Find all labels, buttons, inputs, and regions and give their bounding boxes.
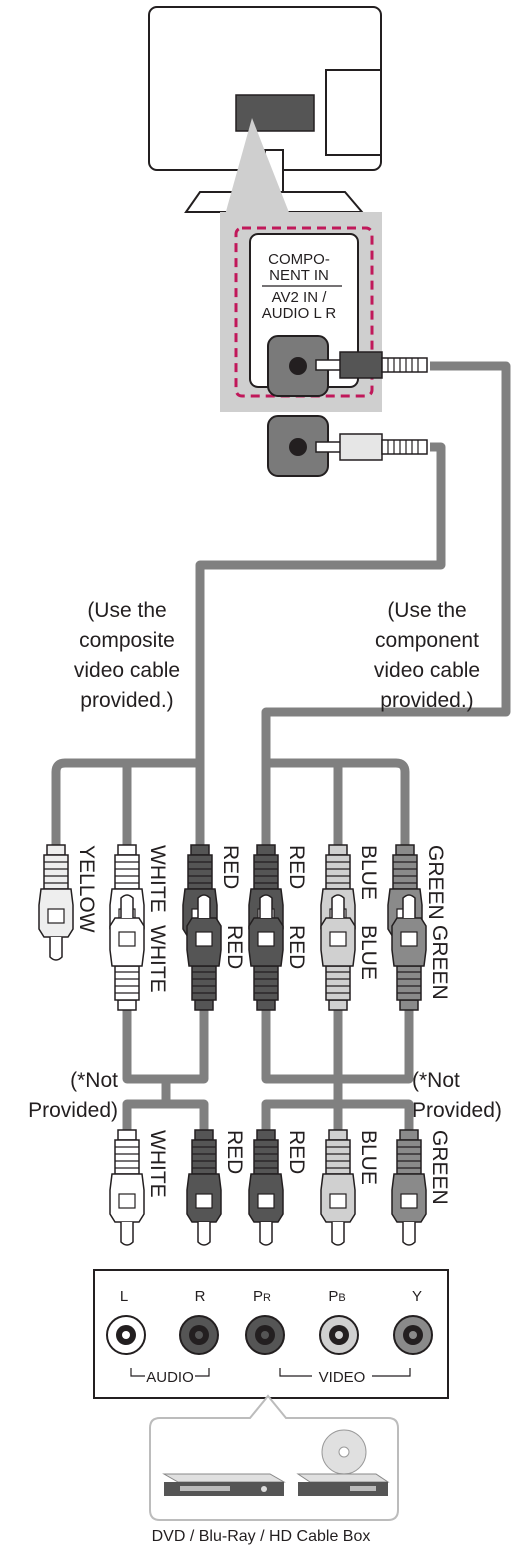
not-provided-left-line-1: (*Not bbox=[70, 1069, 118, 1092]
device-port-pr bbox=[245, 1315, 285, 1355]
device-caption: DVD / Blu-Ray / HD Cable Box bbox=[151, 1528, 371, 1545]
plug-bottom-green bbox=[391, 1129, 427, 1246]
plug-top-yellow bbox=[38, 844, 74, 961]
tv-side-panel bbox=[325, 69, 382, 156]
component-note-line-2: component bbox=[375, 629, 479, 652]
label-top-yellow: YELLOW bbox=[75, 845, 98, 933]
panel-label-1: COMPO- bbox=[268, 251, 330, 268]
mini-plug-1 bbox=[315, 351, 428, 379]
plug-bottom-red-b bbox=[248, 1129, 284, 1246]
tv-illustration: COMPO- NENT IN AV2 IN / AUDIO L R bbox=[148, 6, 428, 477]
panel-label-2: NENT IN bbox=[269, 267, 329, 284]
label-bottom-red-b: RED bbox=[285, 1130, 308, 1174]
label-bottom-red-a: RED bbox=[223, 1130, 246, 1174]
component-cable bbox=[261, 361, 511, 845]
component-fan-out bbox=[266, 758, 410, 845]
mini-plug-2 bbox=[315, 433, 428, 461]
port-label-pb: PB bbox=[328, 1288, 345, 1305]
not-provided-right: (*Not Provided) bbox=[412, 1066, 520, 1126]
label-top-red-a: RED bbox=[219, 845, 242, 889]
composite-note: (Use the composite video cable provided.… bbox=[52, 596, 202, 716]
label-top-green: GREEN bbox=[424, 845, 447, 920]
label-top-red-b: RED bbox=[285, 845, 308, 889]
top-plug-labels: YELLOW WHITE RED RED BLUE GREEN bbox=[75, 845, 447, 933]
tv-jack-area bbox=[235, 94, 315, 132]
device-callout bbox=[149, 1394, 399, 1521]
composite-note-line-3: video cable bbox=[73, 659, 181, 682]
adapter-cable-right bbox=[261, 1010, 414, 1130]
plug-bottom-red-a bbox=[186, 1129, 222, 1246]
not-provided-left: (*Not Provided) bbox=[0, 1066, 118, 1126]
component-note-line-3: video cable bbox=[373, 659, 481, 682]
component-note: (Use the component video cable provided.… bbox=[352, 596, 502, 716]
disc-drive-icon bbox=[296, 1429, 390, 1496]
label-mid-white: WHITE bbox=[146, 925, 169, 993]
component-note-line-1: (Use the bbox=[387, 599, 467, 622]
plug-bottom-white bbox=[109, 1129, 145, 1246]
label-mid-red-b: RED bbox=[285, 925, 308, 969]
panel-label-4: AUDIO L R bbox=[262, 305, 337, 322]
label-mid-red-a: RED bbox=[223, 925, 246, 969]
device-port-r bbox=[179, 1315, 219, 1355]
video-group-label: VIDEO bbox=[319, 1369, 366, 1386]
label-bottom-white: WHITE bbox=[146, 1130, 169, 1198]
composite-note-line-1: (Use the bbox=[87, 599, 167, 622]
mid-plug-labels: WHITE RED RED BLUE GREEN bbox=[146, 925, 451, 1000]
label-mid-blue: BLUE bbox=[357, 925, 380, 980]
composite-note-line-4: provided.) bbox=[80, 689, 174, 712]
bottom-plug-labels: WHITE RED RED BLUE GREEN bbox=[146, 1130, 451, 1205]
cables bbox=[51, 361, 511, 1130]
port-label-y: Y bbox=[412, 1288, 422, 1305]
label-bottom-green: GREEN bbox=[428, 1130, 451, 1205]
not-provided-right-line-2: Provided) bbox=[412, 1099, 502, 1122]
device-port-pb bbox=[319, 1315, 359, 1355]
device-port-y bbox=[393, 1315, 433, 1355]
composite-note-line-2: composite bbox=[79, 629, 175, 652]
audio-bracket bbox=[130, 1368, 210, 1377]
device-jack-panel: L R PR PB Y AUDIO VIDEO bbox=[93, 1269, 449, 1399]
dvd-player-icon bbox=[162, 1473, 286, 1496]
port-label-pr: PR bbox=[253, 1288, 271, 1305]
device-port-l bbox=[106, 1315, 146, 1355]
composite-fan-out bbox=[51, 758, 200, 845]
not-provided-right-line-1: (*Not bbox=[412, 1069, 460, 1092]
video-bracket bbox=[279, 1368, 411, 1377]
tv-jack-1-hole bbox=[289, 357, 307, 375]
panel-label-3: AV2 IN / bbox=[272, 289, 328, 306]
composite-cable bbox=[195, 442, 446, 845]
tv-jack-2-hole bbox=[289, 438, 307, 456]
adapter-cable-left bbox=[122, 1010, 209, 1130]
label-bottom-blue: BLUE bbox=[357, 1130, 380, 1185]
not-provided-left-line-2: Provided) bbox=[28, 1099, 118, 1122]
component-note-line-4: provided.) bbox=[380, 689, 474, 712]
port-label-r: R bbox=[195, 1288, 206, 1305]
port-label-l: L bbox=[120, 1288, 128, 1305]
label-top-white: WHITE bbox=[146, 845, 169, 913]
callout-wedge bbox=[225, 118, 290, 215]
label-mid-green: GREEN bbox=[428, 925, 451, 1000]
plug-bottom-blue bbox=[320, 1129, 356, 1246]
audio-group-label: AUDIO bbox=[146, 1369, 194, 1386]
label-top-blue: BLUE bbox=[357, 845, 380, 900]
